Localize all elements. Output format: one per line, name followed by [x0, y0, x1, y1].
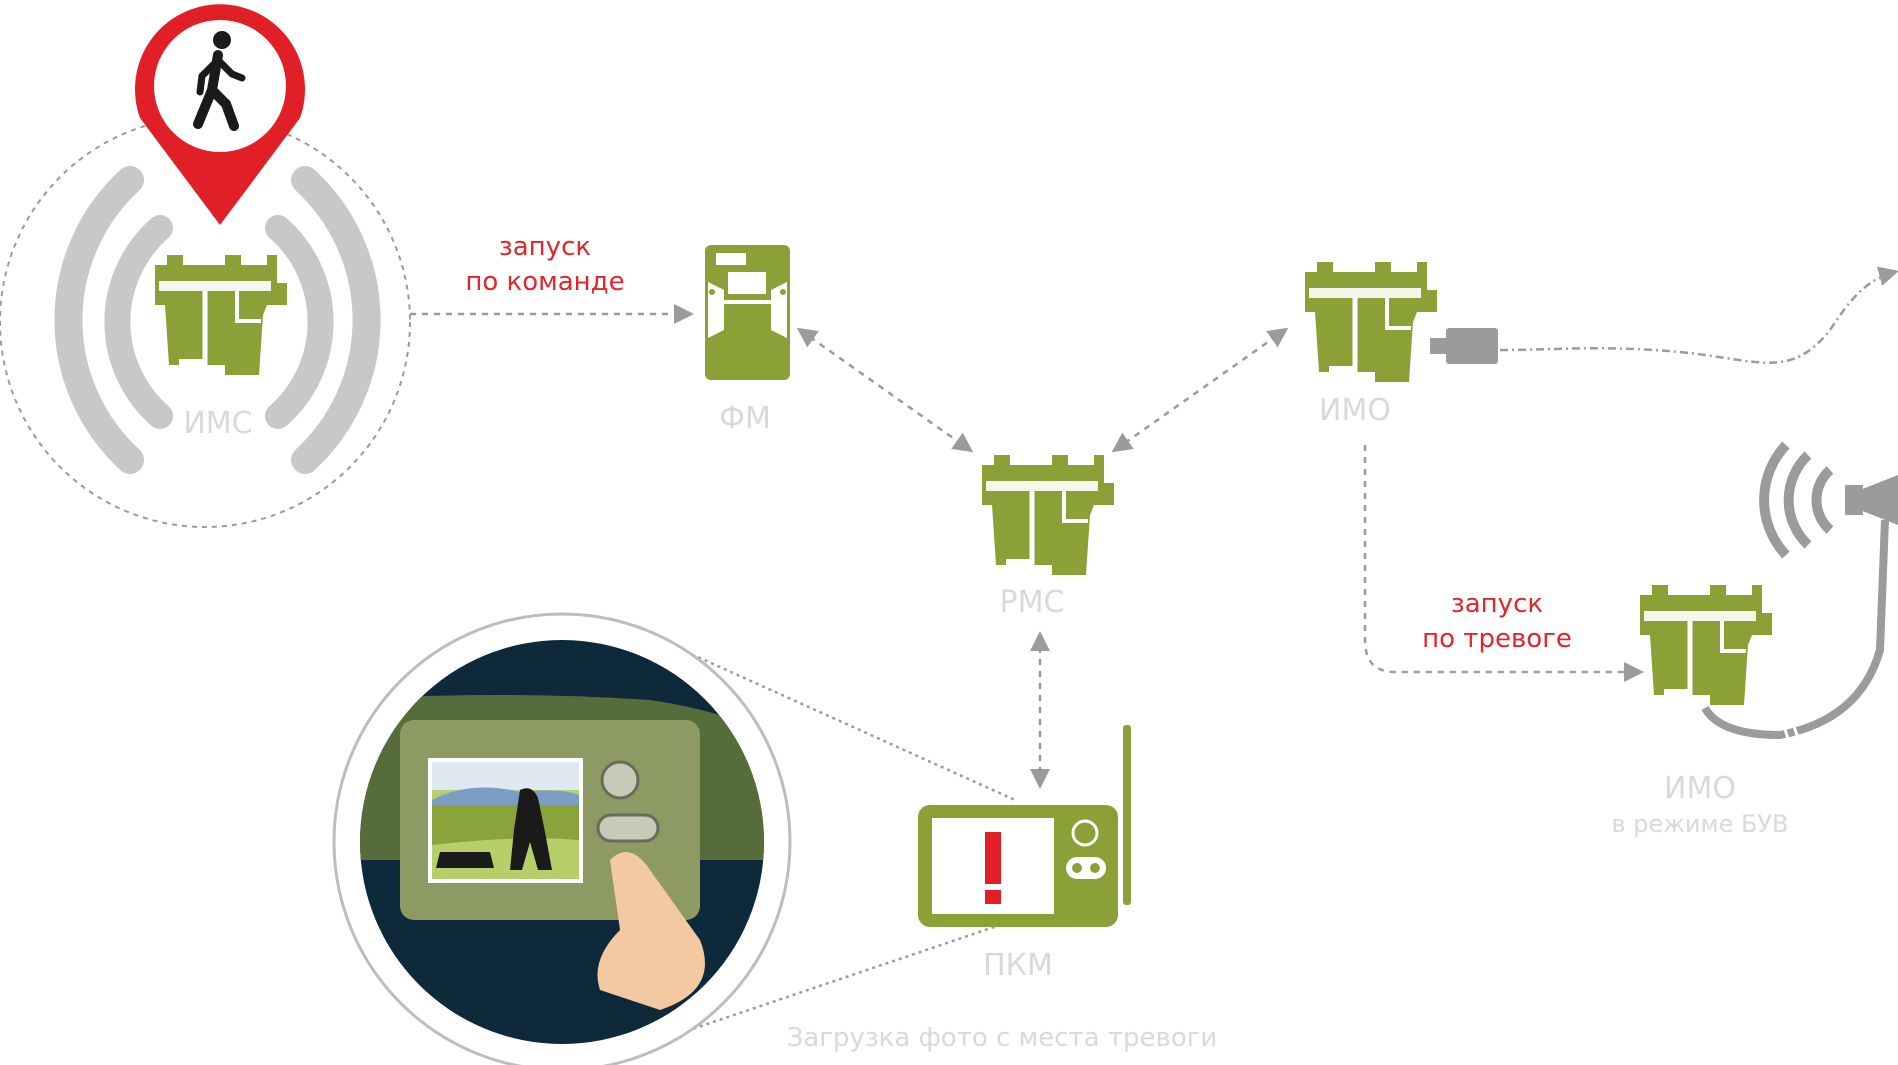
siren-cable — [1701, 519, 1889, 740]
pkm-control-button[interactable] — [1066, 857, 1106, 879]
launch-by-alarm-line1: запуск — [1451, 589, 1543, 619]
rms-label: РМС — [1000, 585, 1065, 620]
imo-to-imo-buv-link — [1363, 445, 1644, 682]
imo-buv-device[interactable] — [1640, 585, 1772, 705]
pkm-label: ПКМ — [983, 948, 1053, 983]
ims-device[interactable] — [155, 255, 287, 375]
imo-buv-label-line1: ИМО — [1664, 771, 1736, 806]
fm-label: ФМ — [719, 401, 771, 436]
cable-break-mark — [1780, 719, 1802, 746]
radio-waves-icon — [54, 166, 381, 474]
pkm-antenna — [1123, 725, 1131, 905]
launch-by-alarm-line2: по тревоге — [1422, 624, 1572, 654]
zoom-line-top — [659, 638, 1016, 802]
photo-detail-circle — [332, 612, 792, 1065]
ims-label: ИМС — [183, 406, 252, 441]
connectors — [410, 266, 1898, 1042]
pkm-device[interactable] — [918, 725, 1131, 927]
imo-buv-label-line2: в режиме БУВ — [1611, 810, 1788, 838]
ims-zone: ИМС — [0, 4, 411, 528]
detection-range-circle — [0, 116, 411, 528]
imo-label: ИМО — [1319, 393, 1391, 428]
walking-person-icon — [193, 31, 246, 131]
pointing-hand — [597, 852, 705, 1010]
intruder-silhouette — [510, 788, 552, 870]
imo-cable-link — [1499, 266, 1898, 364]
location-pin-icon — [135, 4, 305, 226]
alarm-exclamation-icon — [985, 832, 1001, 904]
launch-by-command-line1: запуск — [499, 232, 591, 262]
vehicle-silhouette — [436, 852, 494, 868]
fm-rms-link — [796, 327, 974, 453]
pkm-dial-button[interactable] — [1071, 819, 1099, 847]
launch-by-command-line2: по команде — [465, 267, 624, 297]
plug-connector-icon — [1430, 328, 1498, 364]
imo-device[interactable] — [1305, 262, 1437, 382]
photo-upload-caption: Загрузка фото с места тревоги — [787, 1023, 1218, 1053]
fm-device[interactable] — [705, 245, 790, 380]
rms-imo-link — [1111, 327, 1289, 453]
rms-device[interactable] — [982, 455, 1114, 575]
siren-speaker-icon — [1759, 441, 1898, 559]
